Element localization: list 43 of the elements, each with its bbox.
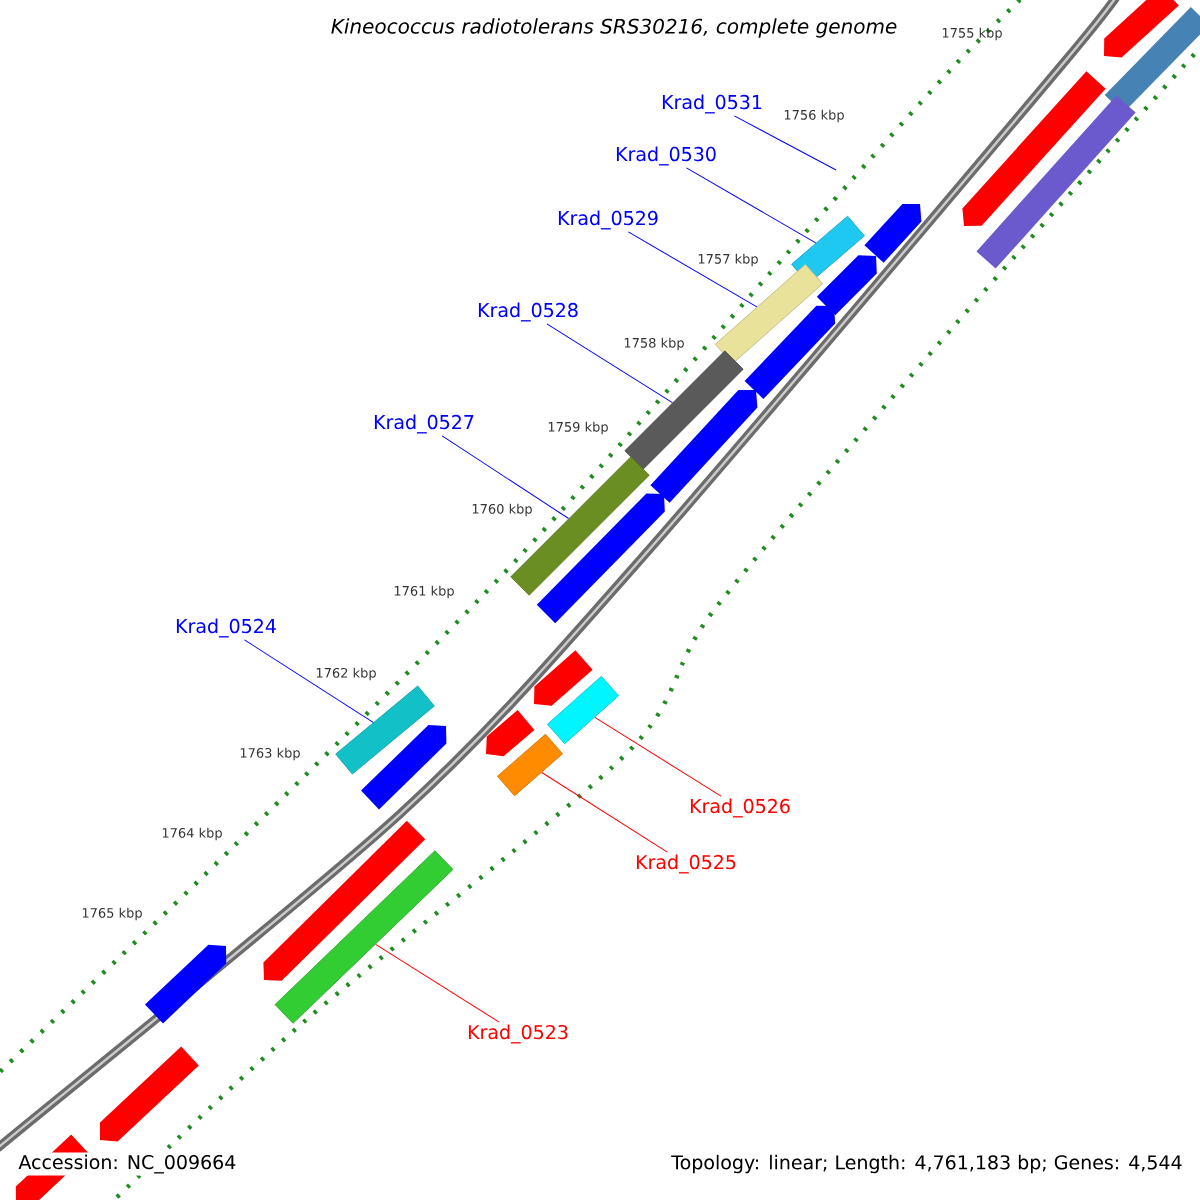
gene-label: Krad_0526 xyxy=(690,798,790,818)
gene-block xyxy=(100,1046,199,1142)
gene-block xyxy=(650,390,758,503)
gene-label: Krad_0531 xyxy=(662,94,762,114)
gene-block xyxy=(536,493,665,624)
gene-block xyxy=(962,71,1106,226)
gene-label: Krad_0528 xyxy=(478,302,578,322)
gene-block xyxy=(263,820,426,981)
leader-line xyxy=(546,323,673,404)
gene-block xyxy=(534,650,593,706)
gene-bar xyxy=(547,675,620,745)
accession-text: Accession: NC_009664 xyxy=(16,1152,239,1176)
leader-line xyxy=(441,435,570,519)
leader-line xyxy=(244,639,374,723)
gene-block xyxy=(864,204,922,263)
gene-block xyxy=(744,305,836,399)
gene-label: Krad_0529 xyxy=(558,210,658,230)
gene-bar xyxy=(510,456,650,596)
gene-bar xyxy=(714,263,824,365)
leader-line xyxy=(627,231,758,308)
gene-block xyxy=(1104,0,1179,58)
map-title: Kineococcus radiotolerans SRS30216, complete genome xyxy=(331,18,897,38)
gene-block xyxy=(486,710,535,757)
gene-bar xyxy=(274,850,454,1024)
gene-label: Krad_0523 xyxy=(468,1024,568,1044)
leader-line xyxy=(594,716,722,797)
gene-block xyxy=(145,944,227,1024)
gene-label: Krad_0524 xyxy=(176,618,276,638)
leader-line xyxy=(375,943,500,1023)
gene-bar xyxy=(1104,7,1200,113)
gene-bar xyxy=(335,685,435,775)
gene-label: Krad_0527 xyxy=(374,414,474,434)
leader-line xyxy=(685,167,817,244)
leader-line xyxy=(541,772,668,853)
genome-info-text: Topology: linear; Length: 4,761,183 bp; Genes: 4,544 xyxy=(671,1154,1182,1174)
gene-block xyxy=(361,725,447,810)
leader-line xyxy=(733,115,837,171)
gene-bar xyxy=(624,350,744,470)
gene-label: Krad_0525 xyxy=(636,854,736,874)
gene-block xyxy=(816,255,877,316)
gene-bar xyxy=(497,733,563,797)
gene-label: Krad_0530 xyxy=(616,146,716,166)
gene-bar xyxy=(976,95,1136,269)
